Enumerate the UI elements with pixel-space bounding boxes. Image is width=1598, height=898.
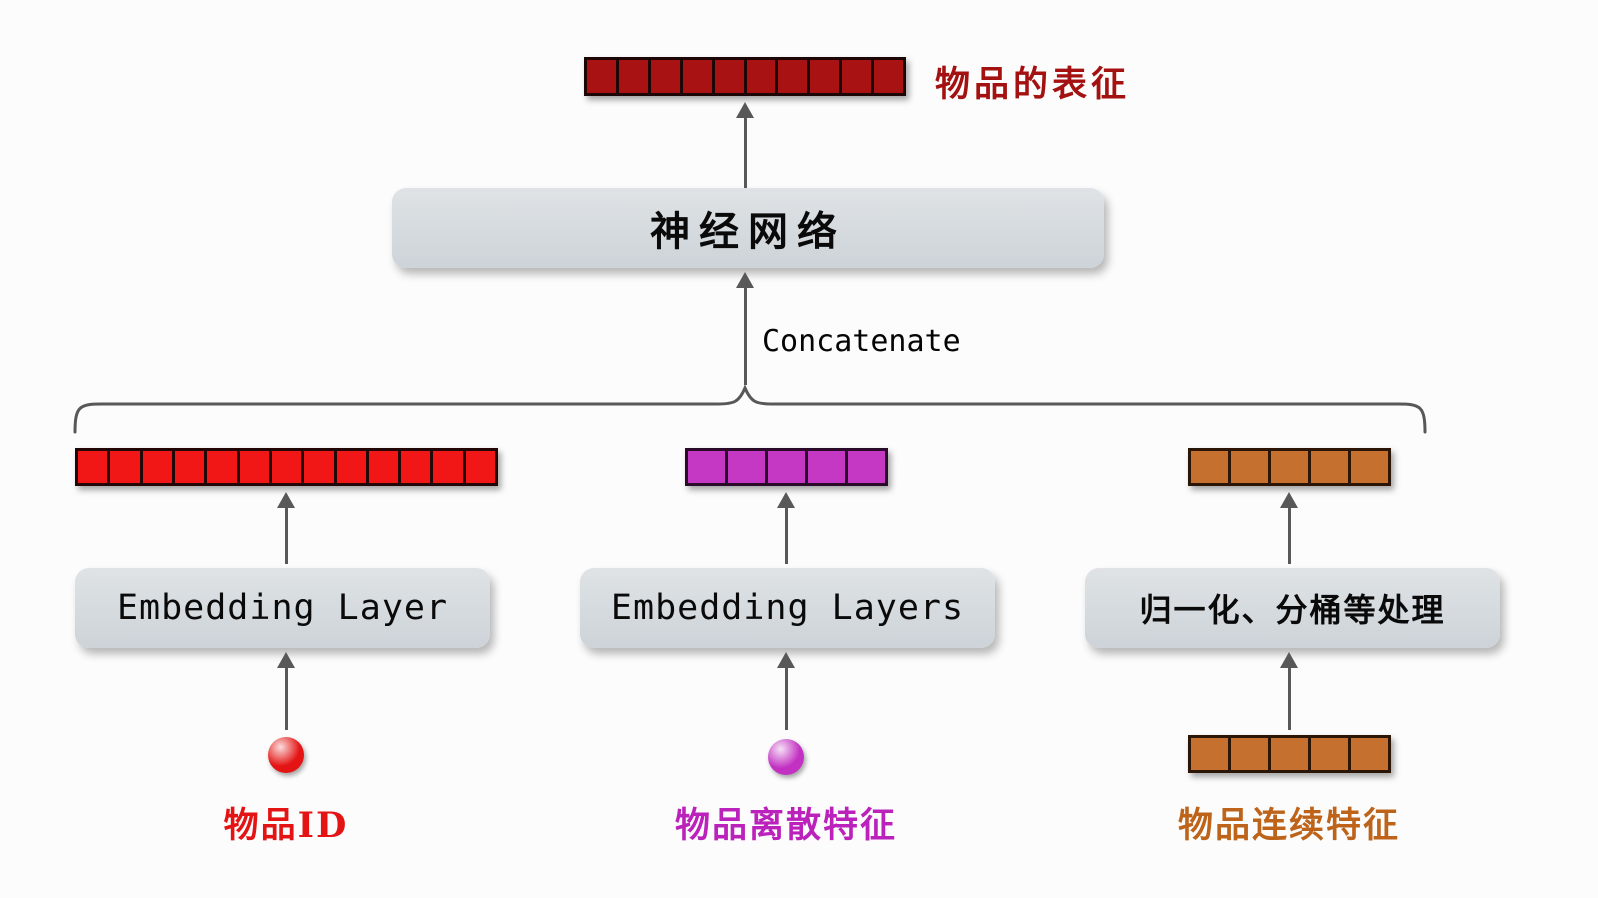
item-id-label: 物品ID bbox=[223, 805, 349, 846]
vector-cell bbox=[768, 451, 808, 483]
arrow-stem bbox=[1287, 668, 1291, 730]
vector-cell bbox=[848, 451, 885, 483]
item-id-input-dot bbox=[268, 737, 304, 773]
normalization-bucketing-box: 归一化、分桶等处理 bbox=[1085, 568, 1500, 648]
arrow-embedding-to-vector-2 bbox=[777, 492, 795, 564]
vector-cell bbox=[465, 451, 496, 483]
arrow-stem bbox=[784, 508, 788, 564]
embedding-layer-label: Embedding Layer bbox=[116, 588, 449, 628]
vector-cell bbox=[1191, 738, 1231, 770]
arrow-stem bbox=[1287, 508, 1291, 564]
vector-cell bbox=[714, 60, 747, 93]
discrete-embedding-vector bbox=[685, 448, 888, 486]
vector-cell bbox=[778, 60, 811, 93]
neural-network-box: 神经网络 bbox=[392, 188, 1104, 268]
vector-cell bbox=[271, 451, 305, 483]
concatenate-label: Concatenate bbox=[762, 324, 961, 359]
normalization-bucketing-label: 归一化、分桶等处理 bbox=[1139, 591, 1446, 629]
vector-cell bbox=[746, 60, 779, 93]
item-id-embedding-vector bbox=[75, 448, 498, 486]
vector-cell bbox=[810, 60, 843, 93]
arrow-embedding-to-vector-1 bbox=[277, 492, 295, 564]
vector-cell bbox=[1311, 738, 1351, 770]
arrow-concat-to-nn bbox=[736, 272, 754, 385]
vector-cell bbox=[110, 451, 143, 483]
arrowhead-icon bbox=[777, 492, 795, 508]
vector-cell bbox=[587, 60, 619, 93]
arrowhead-icon bbox=[1280, 652, 1298, 668]
vector-cell bbox=[1271, 451, 1311, 483]
concatenate-brace bbox=[73, 384, 1427, 434]
embedding-layer-box: Embedding Layer bbox=[75, 568, 490, 648]
item-representation-label: 物品的表征 bbox=[935, 64, 1131, 105]
vector-cell bbox=[618, 60, 651, 93]
vector-cell bbox=[688, 451, 728, 483]
vector-cell bbox=[304, 451, 337, 483]
arrowhead-icon bbox=[736, 272, 754, 288]
vector-cell bbox=[78, 451, 111, 483]
vector-cell bbox=[1351, 451, 1388, 483]
arrow-stem bbox=[284, 668, 288, 730]
continuous-input-vector bbox=[1188, 735, 1391, 773]
vector-cell bbox=[1191, 451, 1231, 483]
arrow-nn-to-output bbox=[736, 102, 754, 188]
vector-cell bbox=[239, 451, 272, 483]
vector-cell bbox=[682, 60, 715, 93]
vector-cell bbox=[874, 60, 904, 93]
embedding-layers-box: Embedding Layers bbox=[580, 568, 995, 648]
vector-cell bbox=[728, 451, 768, 483]
continuous-processed-vector bbox=[1188, 448, 1391, 486]
vector-cell bbox=[401, 451, 434, 483]
vector-cell bbox=[207, 451, 240, 483]
vector-cell bbox=[808, 451, 848, 483]
item-representation-vector bbox=[584, 57, 906, 96]
arrowhead-icon bbox=[1280, 492, 1298, 508]
arrowhead-icon bbox=[777, 652, 795, 668]
vector-cell bbox=[650, 60, 683, 93]
arrow-stem bbox=[743, 288, 747, 385]
vector-cell bbox=[1231, 451, 1271, 483]
vector-cell bbox=[1231, 738, 1271, 770]
arrow-stem bbox=[284, 508, 288, 564]
vector-cell bbox=[1311, 451, 1351, 483]
discrete-input-dot bbox=[768, 739, 804, 775]
vector-cell bbox=[174, 451, 208, 483]
arrowhead-icon bbox=[277, 652, 295, 668]
arrow-process-to-vector-3 bbox=[1280, 492, 1298, 564]
vector-cell bbox=[433, 451, 466, 483]
continuous-features-label: 物品连续特征 bbox=[1177, 805, 1400, 846]
arrow-stem bbox=[784, 668, 788, 730]
embedding-layers-label: Embedding Layers bbox=[610, 588, 965, 628]
vector-cell bbox=[1271, 738, 1311, 770]
arrow-continuous-to-process bbox=[1280, 652, 1298, 730]
arrow-stem bbox=[743, 118, 747, 188]
arrow-itemid-to-embedding bbox=[277, 652, 295, 730]
vector-cell bbox=[336, 451, 369, 483]
arrowhead-icon bbox=[736, 102, 754, 118]
vector-cell bbox=[142, 451, 175, 483]
arrow-discrete-to-embedding bbox=[777, 652, 795, 730]
arrowhead-icon bbox=[277, 492, 295, 508]
vector-cell bbox=[1351, 738, 1388, 770]
vector-cell bbox=[368, 451, 402, 483]
vector-cell bbox=[842, 60, 875, 93]
neural-network-label: 神经网络 bbox=[650, 208, 846, 255]
discrete-features-label: 物品离散特征 bbox=[674, 805, 897, 846]
